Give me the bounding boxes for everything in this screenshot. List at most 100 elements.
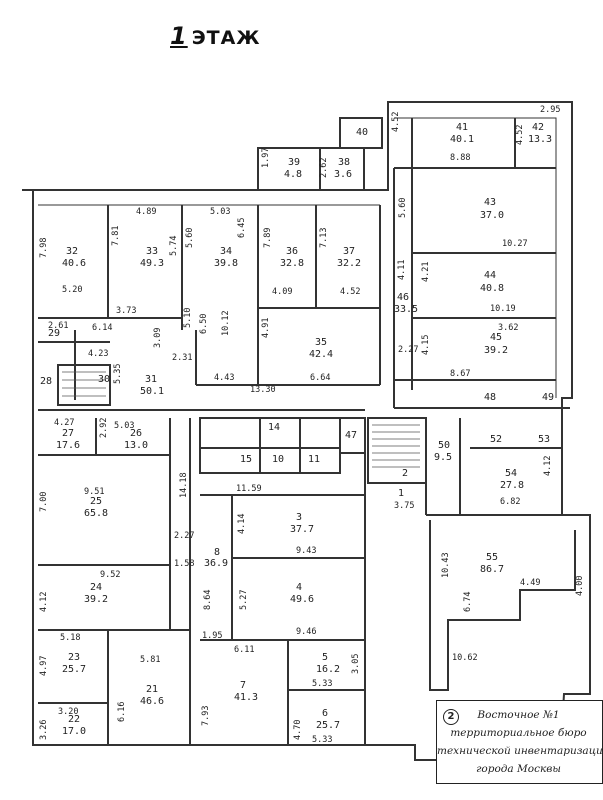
room-number: 33 [146,246,158,257]
room-area: 39.2 [484,345,508,356]
room-area: 37.0 [480,210,504,221]
dimension: 9.51 [84,487,104,497]
dimension: 3.20 [58,707,78,717]
dimension: 4.27 [54,418,74,428]
dimension: 7.13 [319,228,329,248]
room-number: 22 [68,714,80,725]
dimension: 4.12 [543,456,553,476]
room-area: 49.6 [290,594,314,605]
dimension: 4.11 [397,260,407,280]
dimension: 6.14 [92,323,112,333]
room-number: 23 [68,652,80,663]
room-area: 32.2 [337,258,361,269]
dimension: 3.62 [498,323,518,333]
dimension: 3.75 [394,501,414,511]
room-area: 41.3 [234,692,258,703]
dimension: 4.12 [39,592,49,612]
dimension: 8.64 [203,590,213,610]
dimension: 9.46 [296,627,316,637]
walls [22,101,591,761]
room-area: 16.2 [316,664,340,675]
room-number: 50 [438,440,450,451]
dimension: 10.27 [502,239,528,249]
room-number: 31 [145,374,157,385]
room-number: 38 [338,157,350,168]
dimension: 1.58 [174,559,194,569]
dimension: 8.88 [450,153,470,163]
dimension: 11.59 [236,484,262,494]
wall-r30 [57,364,111,406]
dimension: 7.98 [39,238,49,258]
room-area: 50.1 [140,386,164,397]
room-area: 13.0 [124,440,148,451]
room-area: 46.6 [140,696,164,707]
floor-number: 1 [170,22,188,50]
room-number: 48 [484,392,496,403]
room-number: 3 [296,512,302,523]
room-area: 36.9 [204,558,228,569]
dimension: 9.43 [296,546,316,556]
dimension: 4.70 [293,720,303,740]
dimension: 8.67 [450,369,470,379]
dimension: 14.18 [179,472,189,498]
room-number: 32 [66,246,78,257]
dimension: 4.15 [421,335,431,355]
room-number: 25 [90,496,102,507]
room-number: 27 [62,428,74,439]
dimension: 6.82 [500,497,520,507]
room-number: 52 [490,434,502,445]
room-number: 2 [402,468,408,479]
dimension: 2.92 [99,418,109,438]
room-area: 39.8 [214,258,238,269]
dimension: 2.31 [172,353,192,363]
wall-r55 [429,520,576,691]
room-number: 42 [532,122,544,133]
room-number: 43 [484,197,496,208]
room-area: 13.3 [528,134,552,145]
wall-stairs [367,417,427,484]
dimension: 10.62 [452,653,478,663]
room-number: 15 [240,454,252,465]
outer-wall [22,101,591,761]
dimension: 2.62 [319,158,329,178]
dimension: 4.89 [136,207,156,217]
room-area: 86.7 [480,564,504,575]
room-area: 65.8 [84,508,108,519]
dimension: 10.43 [441,552,451,578]
dimension: 4.21 [421,262,431,282]
dimension: 7.00 [39,492,49,512]
dimension: 5.60 [185,228,195,248]
dimension: 4.43 [214,373,234,383]
dimension: 4.52 [515,125,525,145]
room-area: 32.8 [280,258,304,269]
dimension: 4.52 [340,287,360,297]
room-number: 4 [296,582,302,593]
room-area: 25.7 [62,664,86,675]
dimension: 3.73 [116,306,136,316]
dimension: 5.81 [140,655,160,665]
room-number: 6 [322,708,328,719]
room-number: 29 [48,328,60,339]
inventory-bureau-stamp: 2 Восточное №1 территориальное бюро техн… [436,700,603,784]
dimension: 7.81 [111,226,121,246]
dimension: 4.97 [39,656,49,676]
dimension: 1.95 [202,631,222,641]
room-number: 44 [484,270,496,281]
room-number: 21 [146,684,158,695]
dimension: 6.16 [117,702,127,722]
room-number: 47 [345,430,357,441]
dimension: 5.60 [398,198,408,218]
dimension: 5.74 [169,236,179,256]
dimension: 6.11 [234,645,254,655]
room-area: 3.6 [334,169,352,180]
dimension: 4.91 [261,318,271,338]
dimension: 5.33 [312,679,332,689]
dimension: 7.89 [263,228,273,248]
dimension: 3.05 [351,654,361,674]
room-area: 39.2 [84,594,108,605]
dimension: 4.00 [575,576,585,596]
room-area: 9.5 [434,452,452,463]
dimension: 9.52 [100,570,120,580]
